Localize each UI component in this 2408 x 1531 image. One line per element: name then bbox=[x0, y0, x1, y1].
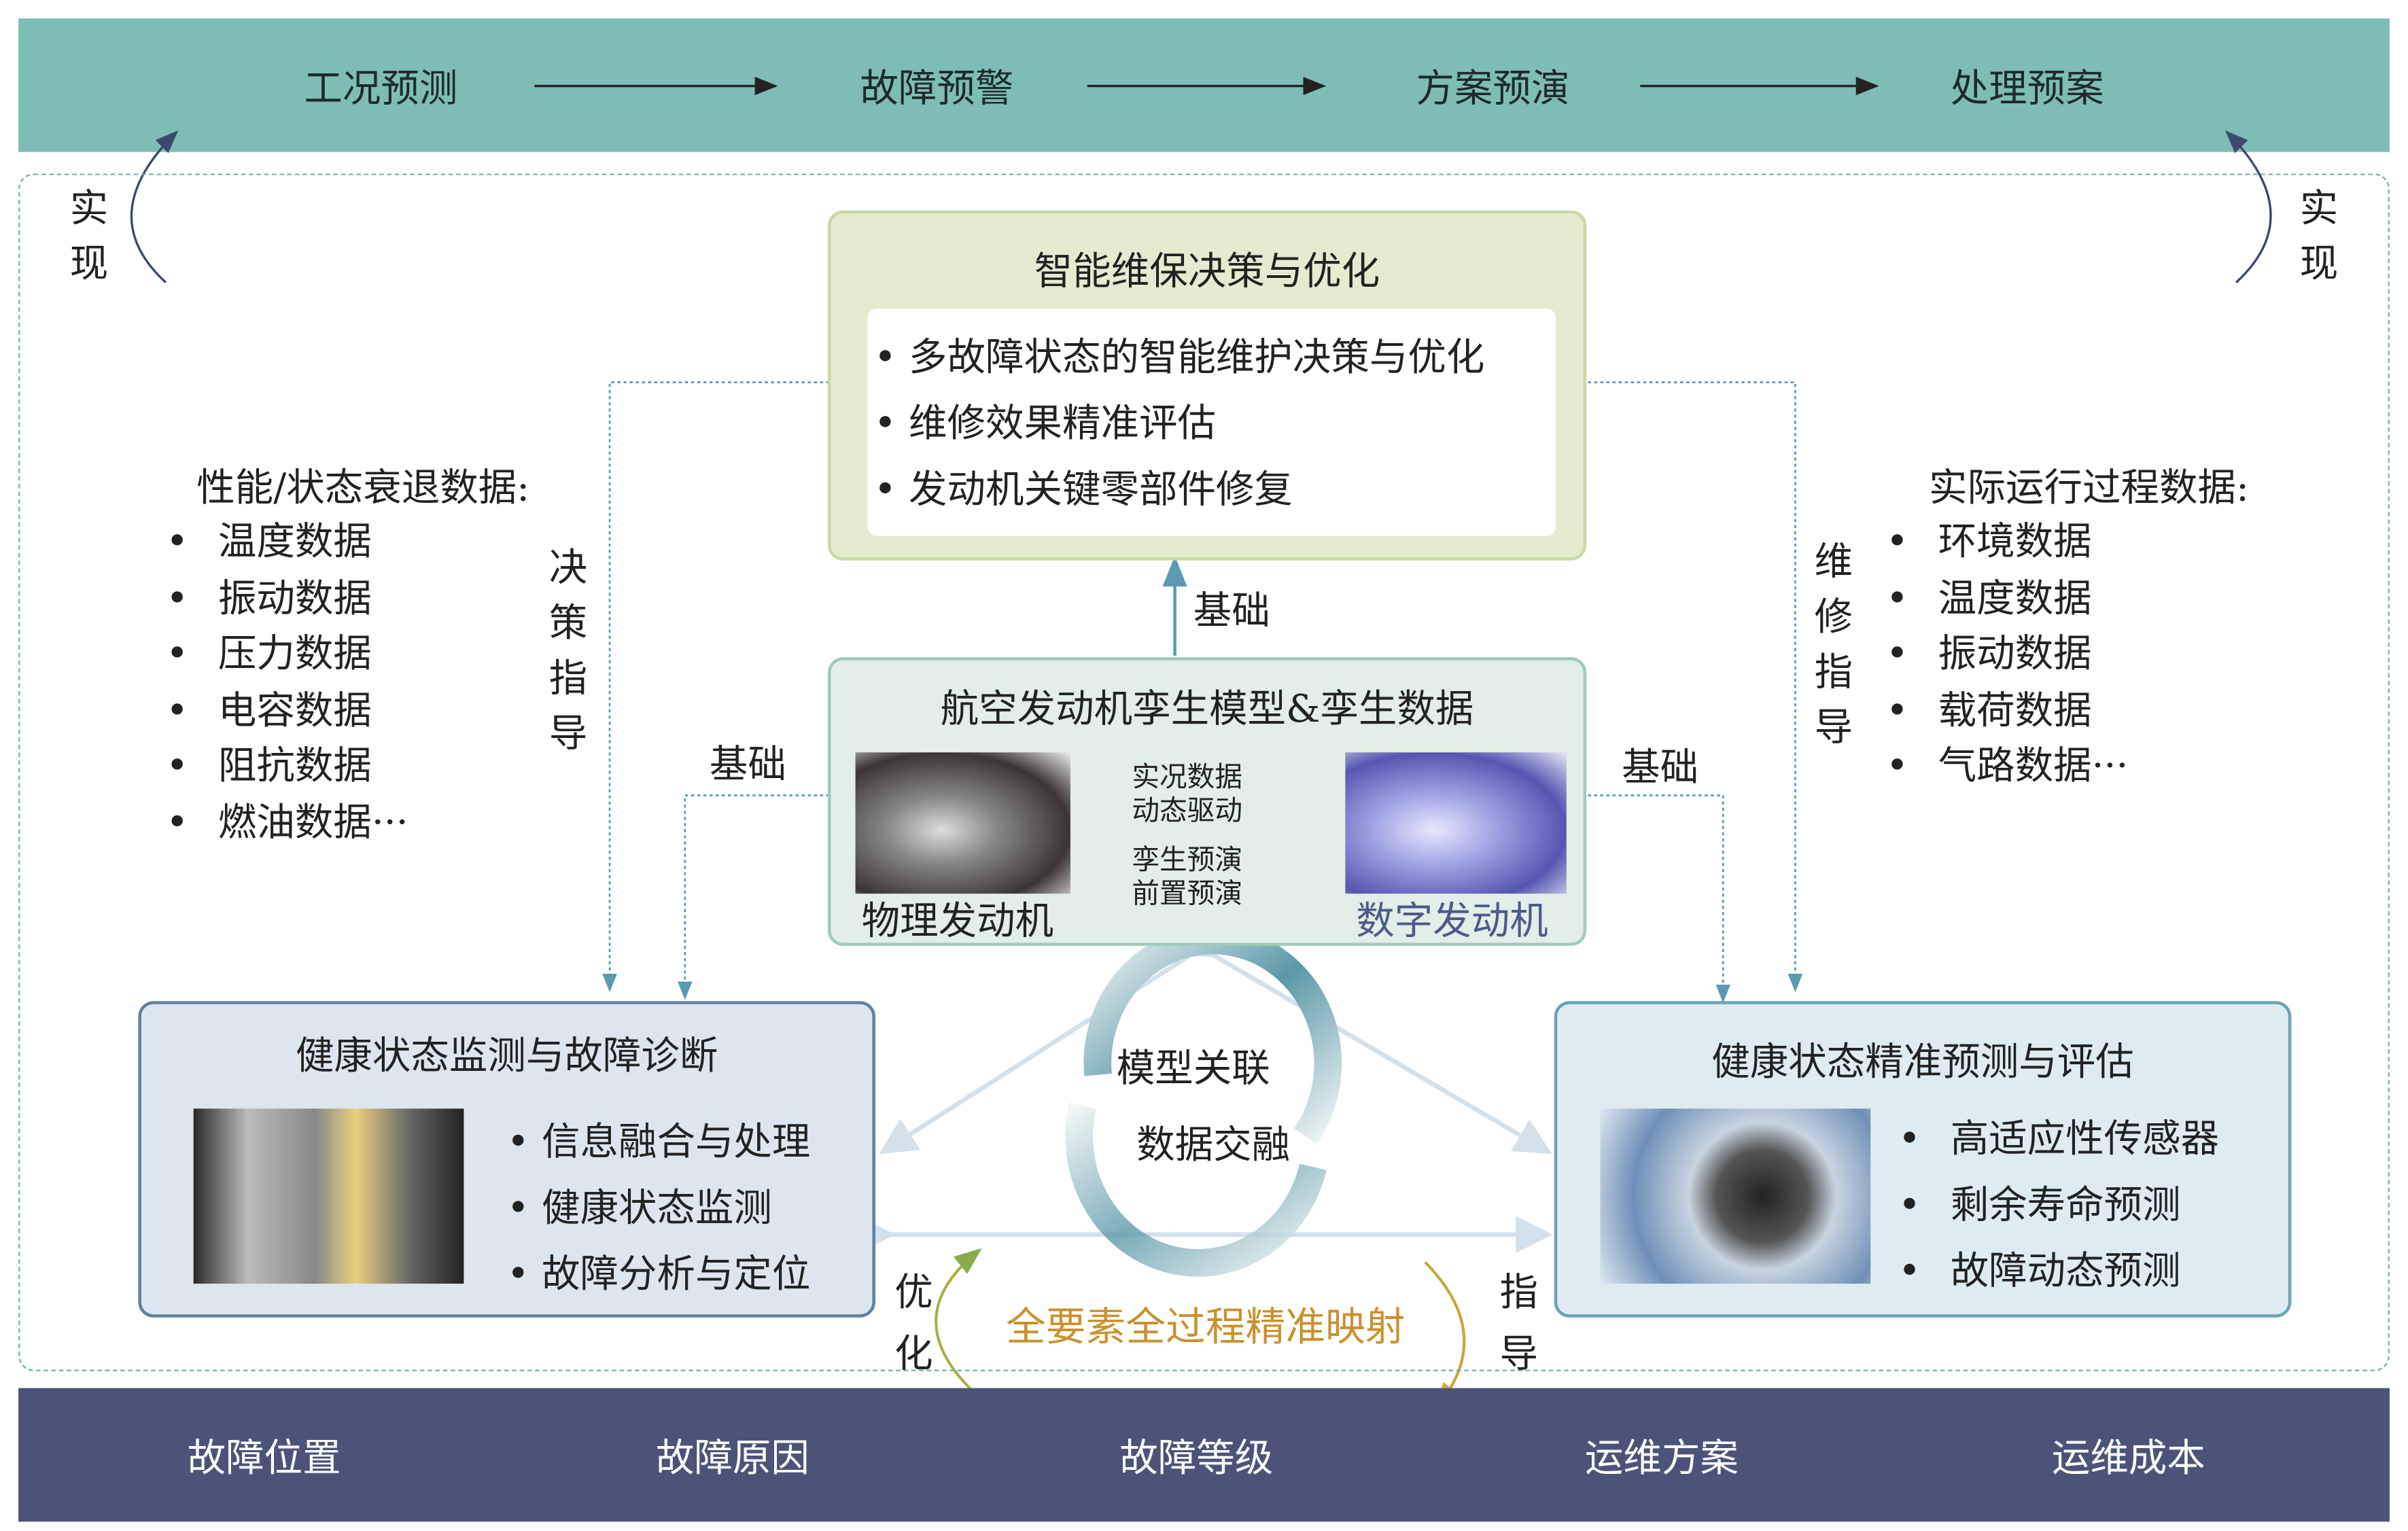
list-item: • 多故障状态的智能维护决策与优化 bbox=[873, 334, 1485, 380]
digital-engine-image bbox=[1345, 752, 1567, 894]
realize-right-arrow bbox=[2225, 130, 2272, 284]
optimize-label: 优化 bbox=[894, 1269, 933, 1376]
data-fusion-label: 数据交融 bbox=[1136, 1122, 1291, 1167]
list-item: •振动数据 bbox=[166, 575, 372, 620]
list-item: •压力数据 bbox=[166, 631, 372, 676]
bottom-flow-bar: 故障位置 故障原因 故障等级 运维方案 运维成本 bbox=[18, 1388, 2390, 1522]
decision-box-title: 智能维保决策与优化 bbox=[1034, 249, 1380, 294]
list-item: •故障动态预测 bbox=[1898, 1248, 2181, 1293]
maintenance-guide-label: 维修指导 bbox=[1814, 539, 1853, 750]
list-item: • 维修效果精准评估 bbox=[873, 400, 1216, 446]
top-step: 故障预警 bbox=[860, 65, 1014, 110]
list-item: •燃油数据··· bbox=[166, 799, 408, 844]
realize-left-arrow bbox=[130, 130, 179, 284]
physical-engine-label: 物理发动机 bbox=[861, 898, 1054, 943]
bottom-step: 故障等级 bbox=[1119, 1435, 1274, 1480]
bottom-step: 故障原因 bbox=[655, 1435, 809, 1480]
health-prediction-box: 健康状态精准预测与评估 •高适应性传感器 •剩余寿命预测 •故障动态预测 bbox=[1554, 1001, 2292, 1318]
aircraft-engine-image bbox=[1600, 1108, 1871, 1284]
left-data-title: 性能/状态衰退数据: bbox=[196, 465, 530, 510]
top-step: 方案预演 bbox=[1416, 65, 1570, 110]
list-item: • 健康状态监测 bbox=[506, 1185, 772, 1230]
bottom-step: 故障位置 bbox=[187, 1435, 341, 1480]
realize-right-label: 实现 bbox=[2299, 186, 2339, 286]
list-item: •高适应性传感器 bbox=[1898, 1116, 2220, 1161]
basis-label-top: 基础 bbox=[1193, 588, 1270, 633]
bottom-step: 运维成本 bbox=[2051, 1435, 2205, 1480]
list-item: •电容数据 bbox=[166, 687, 372, 732]
cycle-ring-bottom bbox=[1065, 1102, 1327, 1277]
backward-label: 孪生预演前置预演 bbox=[1132, 844, 1243, 911]
mapping-label: 全要素全过程精准映射 bbox=[1006, 1305, 1406, 1352]
decision-optimization-box: 智能维保决策与优化 • 多故障状态的智能维护决策与优化 • 维修效果精准评估 •… bbox=[827, 210, 1587, 561]
predict-items: •高适应性传感器 •剩余寿命预测 •故障动态预测 bbox=[1898, 1106, 2219, 1303]
physical-engine-image bbox=[855, 752, 1070, 894]
guide-label: 指导 bbox=[1499, 1269, 1538, 1376]
platform-frame bbox=[18, 173, 2390, 1371]
list-item: •气路数据··· bbox=[1885, 743, 2129, 788]
twin-box-title: 航空发动机孪生模型&孪生数据 bbox=[940, 686, 1474, 731]
health-monitoring-box: 健康状态监测与故障诊断 • 信息融合与处理 • 健康状态监测 • 故障分析与定位 bbox=[138, 1001, 875, 1318]
decision-items: • 多故障状态的智能维护决策与优化 • 维修效果精准评估 • 发动机关键零部件修… bbox=[874, 324, 1485, 522]
top-step: 处理预案 bbox=[1950, 65, 2104, 110]
basis-label-left: 基础 bbox=[709, 741, 786, 786]
realize-left-label: 实现 bbox=[69, 186, 109, 286]
digital-engine-label: 数字发动机 bbox=[1356, 898, 1548, 943]
list-item: • 发动机关键零部件修复 bbox=[873, 466, 1293, 512]
decision-guide-label: 决策指导 bbox=[548, 545, 588, 756]
monitor-items: • 信息融合与处理 • 健康状态监测 • 故障分析与定位 bbox=[507, 1108, 811, 1306]
bottom-step: 运维方案 bbox=[1584, 1435, 1739, 1480]
list-item: •阻抗数据 bbox=[166, 743, 372, 788]
list-item: • 信息融合与处理 bbox=[506, 1119, 811, 1164]
top-flow-bar: 工况预测 故障预警 方案预演 处理预案 bbox=[18, 18, 2390, 152]
list-item: •温度数据 bbox=[1885, 575, 2092, 620]
right-data-list: •环境数据 •温度数据 •振动数据 •载荷数据 •气路数据··· bbox=[1886, 514, 2129, 794]
engine-cutaway-image bbox=[193, 1108, 464, 1284]
right-data-title: 实际运行过程数据: bbox=[1929, 465, 2250, 510]
list-item: •剩余寿命预测 bbox=[1898, 1182, 2181, 1227]
basis-label-right: 基础 bbox=[1622, 744, 1699, 790]
forward-label: 实况数据动态驱动 bbox=[1132, 761, 1243, 828]
list-item: •振动数据 bbox=[1885, 631, 2092, 676]
monitor-box-title: 健康状态监测与故障诊断 bbox=[295, 1033, 718, 1078]
list-item: •载荷数据 bbox=[1885, 687, 2092, 732]
predict-box-title: 健康状态精准预测与评估 bbox=[1711, 1039, 2134, 1085]
list-item: •温度数据 bbox=[166, 518, 372, 564]
left-data-list: •温度数据 •振动数据 •压力数据 •电容数据 •阻抗数据 •燃油数据··· bbox=[166, 514, 408, 851]
list-item: •环境数据 bbox=[1885, 518, 2092, 564]
list-item: • 故障分析与定位 bbox=[506, 1251, 811, 1297]
top-step: 工况预测 bbox=[304, 65, 458, 110]
twin-model-box: 航空发动机孪生模型&孪生数据 物理发动机 数字发动机 实况数据动态驱动 孪生预演… bbox=[827, 657, 1587, 946]
model-association-label: 模型关联 bbox=[1116, 1045, 1270, 1091]
